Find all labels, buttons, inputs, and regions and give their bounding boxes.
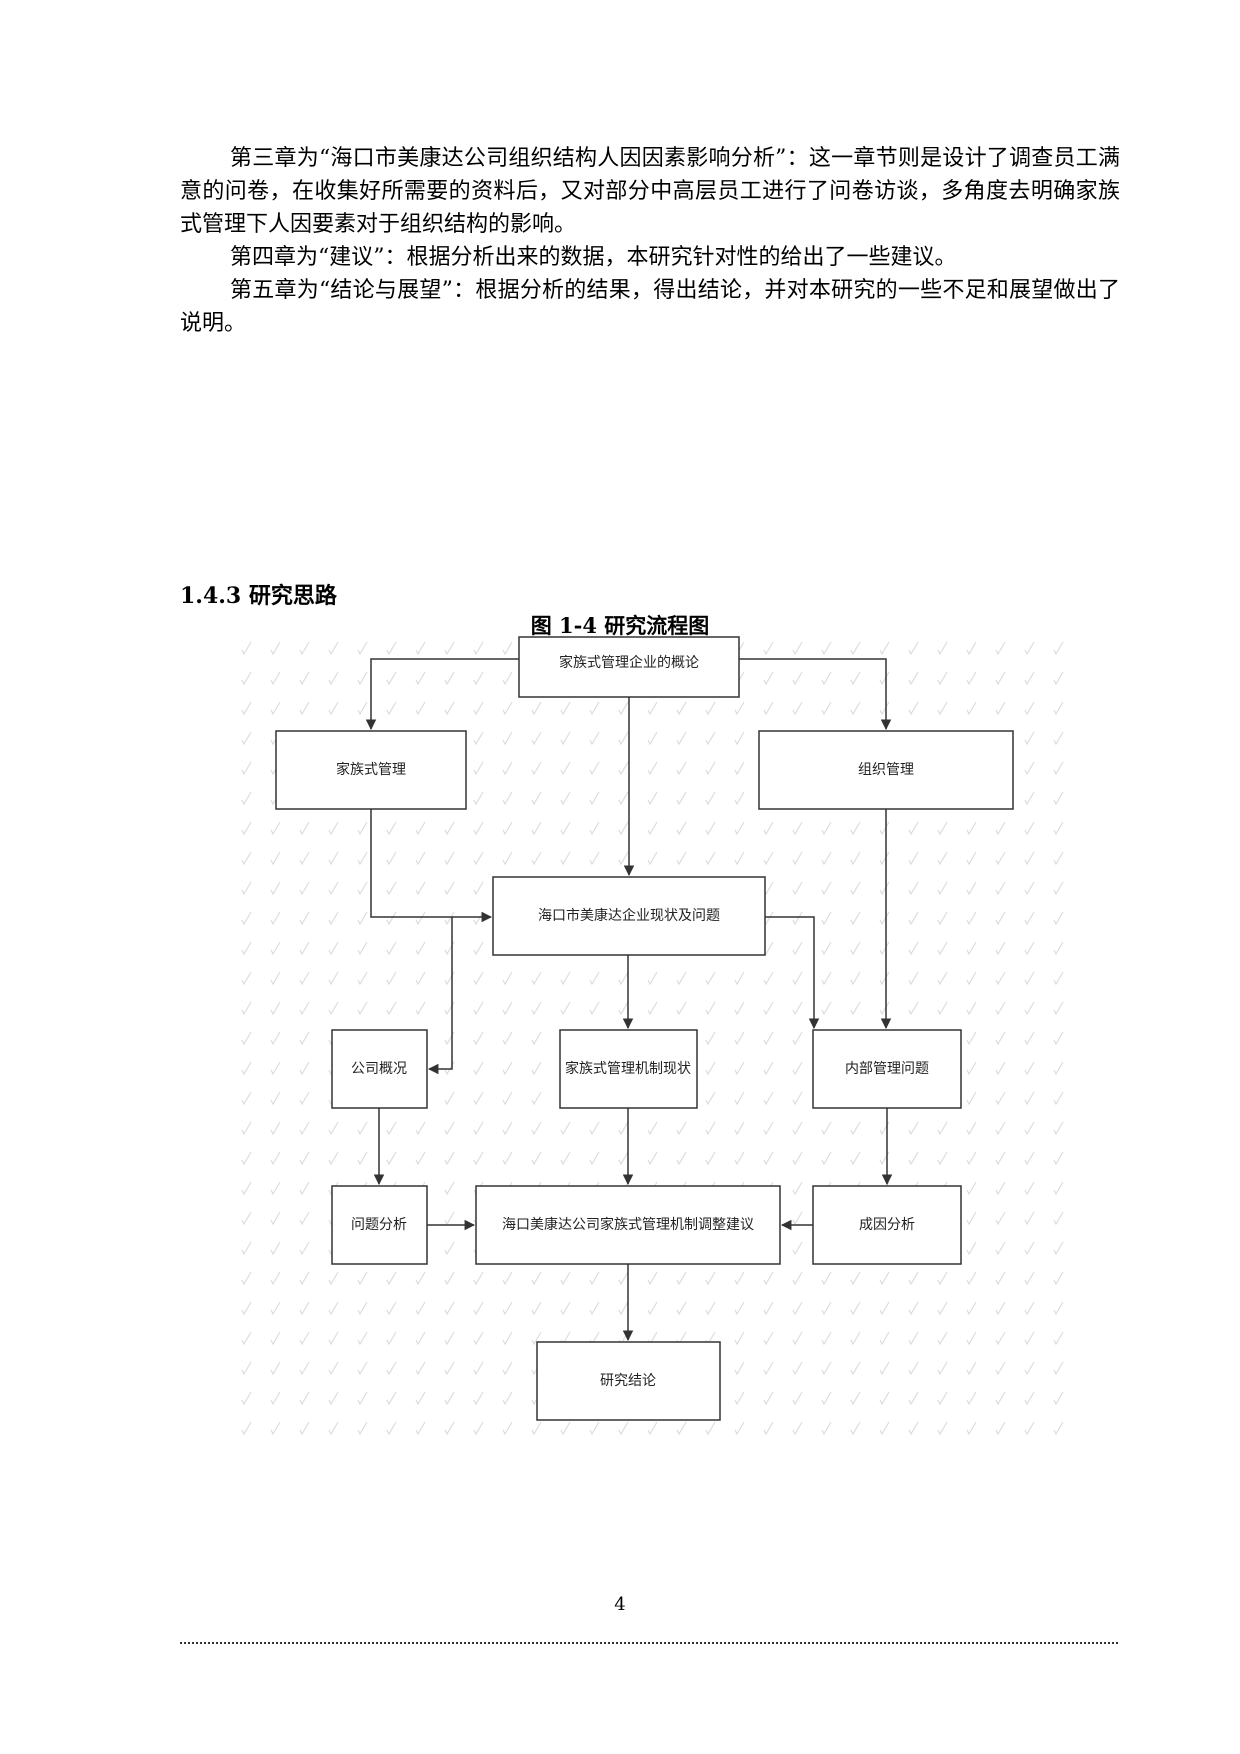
svg-text:家族式管理机制现状: 家族式管理机制现状: [565, 1060, 691, 1077]
node-suggestions: 海口美康达公司家族式管理机制调整建议: [475, 1185, 781, 1265]
node-concept: 家族式管理企业的概论: [518, 636, 740, 698]
node-mechanism-status: 家族式管理机制现状: [559, 1029, 698, 1109]
node-cause-analysis: 成因分析: [812, 1185, 962, 1265]
page-number: 4: [614, 1594, 626, 1615]
svg-text:家族式管理企业的概论: 家族式管理企业的概论: [559, 654, 699, 671]
svg-text:成因分析: 成因分析: [859, 1217, 915, 1233]
paragraph-chapter-5: 第五章为“结论与展望”：根据分析的结果，得出结论，并对本研究的一些不足和展望做出…: [180, 278, 1120, 336]
edge-concept-to-family: [365, 658, 519, 731]
node-organization-management: 组织管理: [758, 730, 1014, 810]
svg-text:内部管理问题: 内部管理问题: [845, 1061, 929, 1077]
svg-text:海口美康达公司家族式管理机制调整建议: 海口美康达公司家族式管理机制调整建议: [502, 1216, 754, 1233]
figure-caption: 图 1-4 研究流程图: [530, 613, 710, 638]
svg-text:公司概况: 公司概况: [351, 1061, 407, 1077]
node-family-management: 家族式管理: [275, 730, 467, 810]
edge-status-to-internal: [765, 916, 820, 1030]
footer-rule: [180, 1642, 1118, 1644]
paragraph-chapter-4: 第四章为“建议”：根据分析出来的数据，本研究针对性的给出了一些建议。: [230, 245, 957, 270]
svg-text:海口市美康达企业现状及问题: 海口市美康达企业现状及问题: [538, 907, 720, 924]
node-company-status: 海口市美康达企业现状及问题: [492, 876, 766, 956]
node-company-overview: 公司概况: [331, 1029, 428, 1109]
svg-text:家族式管理: 家族式管理: [336, 761, 406, 778]
node-problem-analysis: 问题分析: [331, 1185, 428, 1265]
edge-concept-to-org: [739, 658, 892, 731]
paragraph-chapter-3: 第三章为“海口市美康达公司组织结构人因因素影响分析”：这一章节则是设计了调查员工…: [180, 146, 1120, 237]
edge-status-to-overview: [427, 917, 453, 1075]
svg-text:问题分析: 问题分析: [351, 1217, 407, 1233]
svg-text:组织管理: 组织管理: [858, 762, 914, 778]
node-internal-problems: 内部管理问题: [812, 1029, 962, 1109]
svg-text:研究结论: 研究结论: [600, 1373, 656, 1389]
section-heading: 1.4.3 研究思路: [180, 583, 337, 609]
edge-family-to-status: [370, 809, 493, 923]
node-conclusion: 研究结论: [536, 1341, 721, 1421]
